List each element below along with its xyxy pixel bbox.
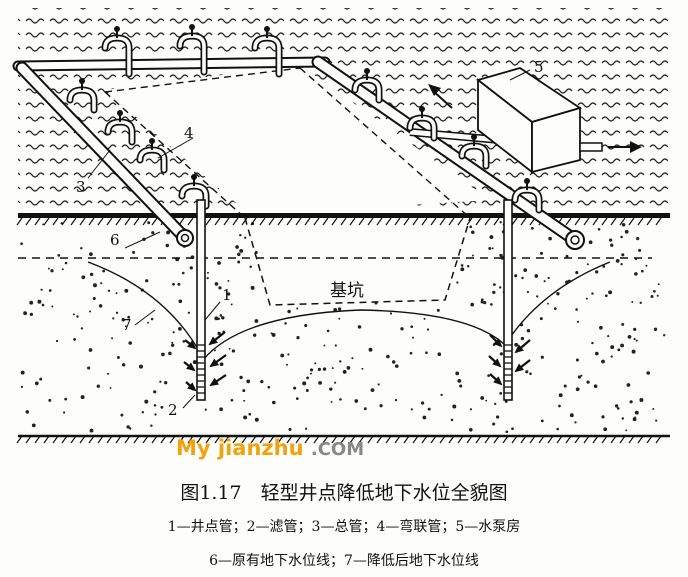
soil-texture [20, 221, 666, 434]
pit-label: 基坑 [330, 281, 364, 301]
excavation-pit-outline [104, 67, 471, 306]
filter-pipes [197, 344, 512, 394]
callout-7: 7 [122, 316, 132, 334]
callout-5: 5 [534, 58, 544, 76]
pit-top-area [105, 65, 490, 215]
callout-leaders [87, 69, 531, 409]
well-point-dewatering-diagram: 基坑 1 2 3 4 5 6 7 [12, 8, 670, 444]
bottom-ground-line [16, 434, 670, 444]
inflow-arrows [183, 331, 531, 392]
figure-title: 图1.17 轻型井点降低地下水位全貌图 [180, 482, 508, 504]
ground-surface [16, 213, 670, 226]
header-pipe [12, 55, 585, 250]
callout-1: 1 [222, 286, 232, 304]
pump-house [428, 67, 642, 174]
callout-4: 4 [184, 124, 194, 142]
watermark-main: My jianzhu [176, 436, 304, 460]
watermark: My jianzhu .COM [176, 436, 364, 460]
callout-2: 2 [168, 401, 178, 419]
lowered-water-table [87, 261, 611, 362]
watermark-suffix: .COM [310, 439, 365, 460]
swing-connectors [66, 24, 543, 214]
callout-6: 6 [110, 231, 120, 249]
callout-3: 3 [76, 178, 86, 196]
legend-line-1: 1—井点管；2—滤管；3—总管；4—弯联管；5—水泵房 [167, 519, 521, 535]
legend-line-2: 6—原有地下水位线；7—降低后地下水位线 [209, 553, 479, 569]
well-point-pipes [196, 199, 513, 401]
